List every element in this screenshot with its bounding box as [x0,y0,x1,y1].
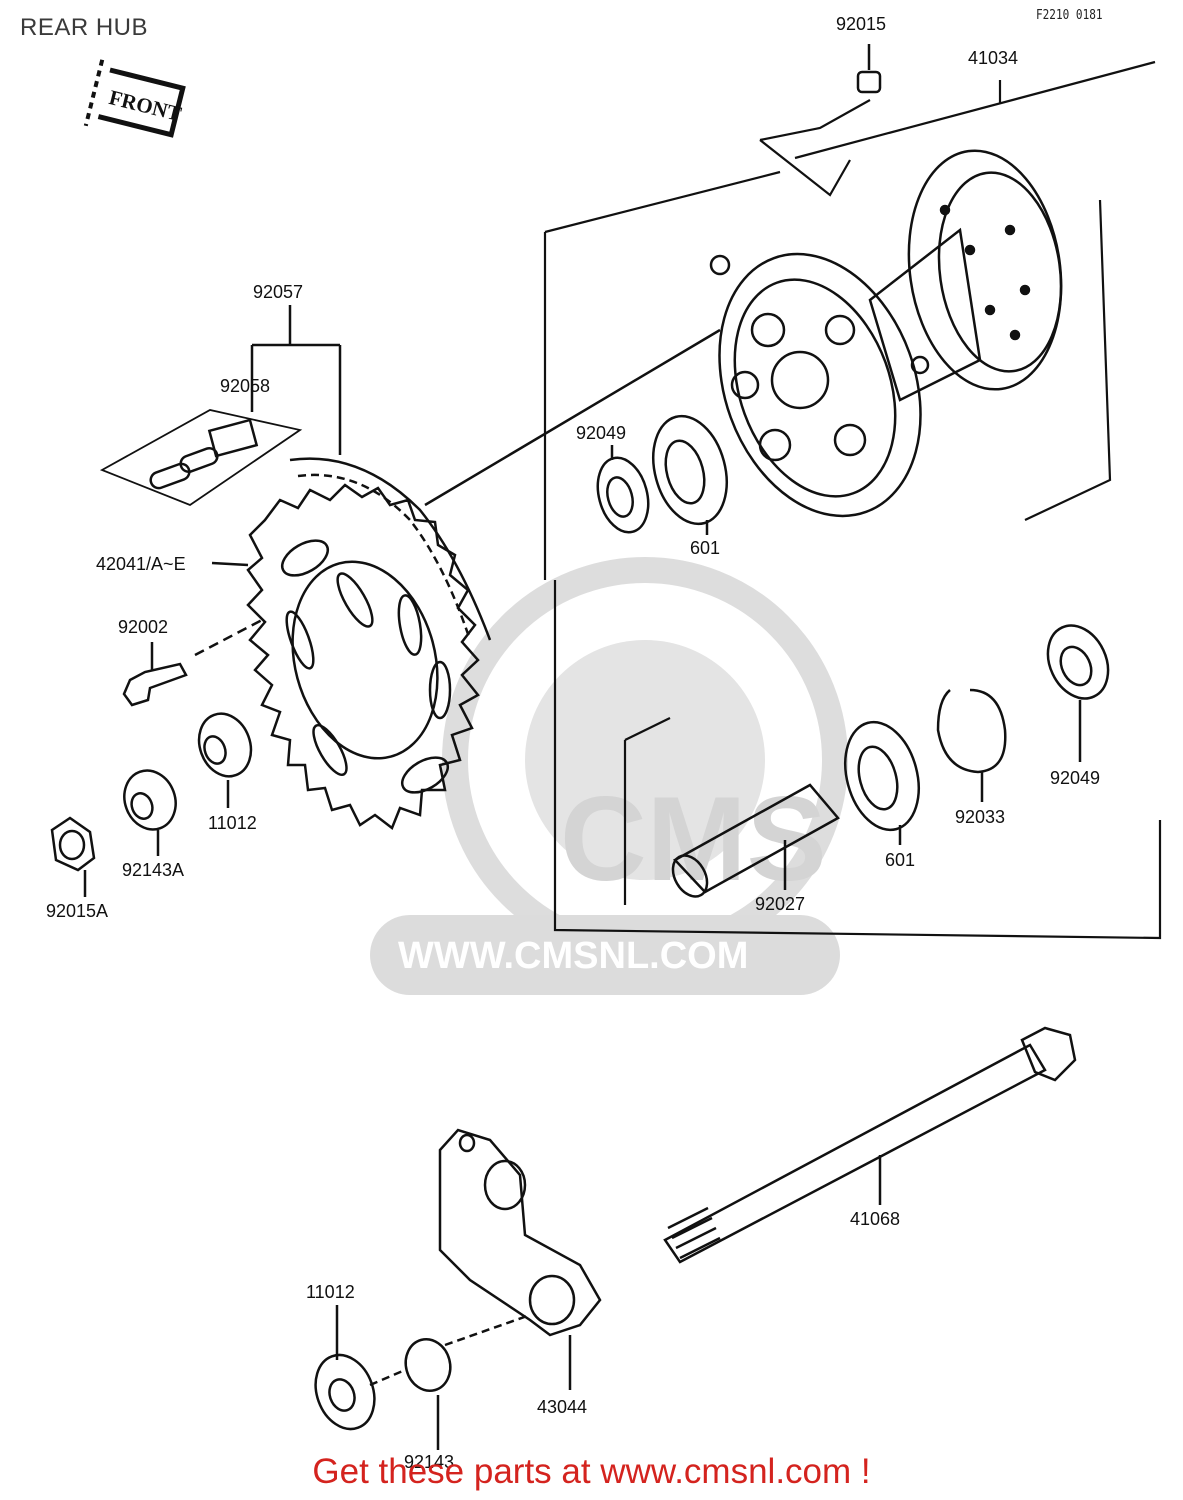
part-label[interactable]: 92057 [253,282,303,302]
watermark-logo: CMS [560,772,827,906]
watermark: CMS WWW.CMSNL.COM [370,557,848,995]
part-label[interactable]: 92143A [122,860,184,880]
hub-group-frame [543,60,1162,940]
part-label[interactable]: 41034 [968,48,1018,68]
footer-link[interactable]: Get these parts at www.cmsnl.com ! [312,1452,871,1491]
part-label[interactable]: 92049 [1050,768,1100,788]
part-label[interactable]: 43044 [537,1397,587,1417]
drive-chain [99,305,492,641]
part-label[interactable]: 92058 [220,376,270,396]
caliper-bracket [314,1128,602,1450]
front-sign: FRONT [83,59,186,138]
part-label[interactable]: 11012 [306,1282,355,1302]
part-label[interactable]: 92049 [576,423,626,443]
part-label[interactable]: 92015A [46,901,108,921]
rear-hub [709,149,1063,518]
watermark-url: WWW.CMSNL.COM [398,935,748,977]
part-label[interactable]: 92002 [118,617,168,637]
page-title: REAR HUB [20,14,149,41]
sprocket-fasteners [50,642,253,897]
part-labels: 92015 41034 92057 92058 92049 601 42041/… [46,14,1100,1472]
part-label[interactable]: 11012 [208,813,257,833]
part-label[interactable]: 601 [885,850,915,870]
part-label[interactable]: 92015 [836,14,886,34]
part-label[interactable]: 92033 [955,807,1005,827]
rear-sprocket [194,328,721,830]
diagram-code: F2210 0181 [1036,8,1103,23]
part-label[interactable]: 42041/A~E [96,554,186,574]
nut-92015 [856,44,882,94]
bearings-seals [596,414,1110,898]
part-label[interactable]: 41068 [850,1209,900,1229]
part-label[interactable]: 92027 [755,894,805,914]
part-label[interactable]: 601 [690,538,720,558]
axle [663,1026,1077,1264]
part-label[interactable]: 92143 [404,1452,454,1472]
